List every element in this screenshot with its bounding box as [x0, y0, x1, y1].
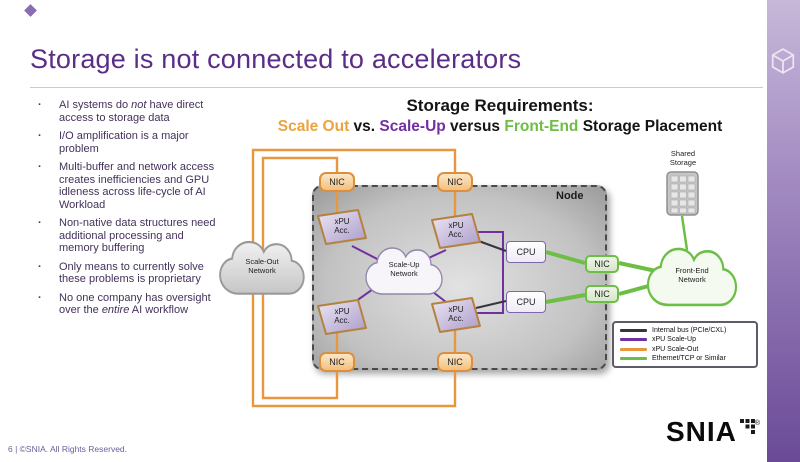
- bullet-marker: ·: [38, 130, 42, 142]
- bullet-text: Only means to currently solve these prob…: [59, 260, 204, 286]
- shared-storage-label: Shared Storage: [669, 149, 697, 167]
- right-accent-bar: [767, 0, 800, 462]
- snia-logo-text: SNIA: [666, 416, 737, 447]
- bullet-list: · AI systems do not have direct access to…: [34, 99, 226, 323]
- bullet-marker: ·: [38, 291, 42, 304]
- bullet-marker: ·: [38, 217, 42, 229]
- snia-logo-registered-mark: ®: [754, 420, 761, 427]
- nic-green-box: NIC: [585, 255, 619, 273]
- slide-title: Storage is not connected to accelerators: [30, 44, 522, 74]
- bullet-text: No one company has oversight over the en…: [59, 291, 211, 317]
- footer-text: 6 | ©SNIA. All Rights Reserved.: [8, 444, 128, 454]
- legend-row: Ethernet/TCP or Similar: [620, 355, 750, 362]
- legend-line-swatch: [620, 347, 647, 351]
- xpu-accelerator-box: [317, 209, 367, 245]
- legend-label: Internal bus (PCIe/CXL): [652, 327, 727, 335]
- bullet-item: · Multi-buffer and network access creates…: [34, 161, 226, 211]
- heading-segment: versus: [445, 118, 505, 135]
- legend-row: Internal bus (PCIe/CXL): [620, 327, 750, 334]
- cube-icon: [771, 48, 795, 79]
- bullet-text: Multi-buffer and network access creates …: [59, 161, 215, 211]
- heading-segment: Storage Placement: [578, 118, 723, 135]
- xpu-accelerator-box: [317, 299, 367, 335]
- legend-row: xPU Scale-Up: [620, 336, 750, 343]
- heading-segment: vs.: [349, 118, 380, 135]
- diagram-subheading: Scale Out vs. Scale-Up versus Front-End …: [225, 118, 775, 136]
- scale-up-cloud-label: Scale-Up Network: [388, 260, 420, 278]
- nic-box: NIC: [319, 172, 355, 192]
- cpu-box: CPU: [506, 241, 546, 263]
- node-label: Node: [556, 190, 584, 202]
- bullet-item: · No one company has oversight over the e…: [34, 292, 226, 317]
- heading-segment: Front-End: [504, 118, 579, 135]
- internal-bus-links: [475, 239, 507, 309]
- legend-label: xPU Scale-Out: [652, 345, 699, 353]
- heading-segment: Scale Out: [277, 118, 350, 135]
- bullet-marker: ·: [38, 161, 42, 173]
- scale-out-cloud-label: Scale-Out Network: [245, 257, 279, 275]
- snia-logo: SNIA ®: [666, 418, 760, 446]
- scale-out-links: [251, 148, 457, 408]
- legend-label: Ethernet/TCP or Similar: [652, 354, 726, 362]
- legend-line-swatch: [620, 338, 647, 342]
- snia-logo-dots: [739, 419, 755, 439]
- bullet-item: · Non-native data structures need additio…: [34, 217, 226, 255]
- xpu-accelerator-shapes: [317, 209, 481, 335]
- front-end-cloud-label: Front-End Network: [675, 266, 709, 284]
- title-underline: [30, 87, 763, 88]
- nic-box: NIC: [437, 172, 473, 192]
- bullet-item: · AI systems do not have direct access to…: [34, 99, 226, 124]
- nic-green-box: NIC: [585, 285, 619, 303]
- diagram-heading: Storage Requirements:: [406, 96, 594, 115]
- bullet-text: Non-native data structures need addition…: [59, 217, 216, 254]
- xpu-accelerator-box: [431, 213, 481, 249]
- legend-row: xPU Scale-Out: [620, 346, 750, 353]
- cpu-box: CPU: [506, 291, 546, 313]
- xpu-accelerator-box: [431, 297, 481, 333]
- bullet-item: · Only means to currently solve these pro…: [34, 261, 226, 286]
- heading-segment: Scale-Up: [379, 118, 446, 135]
- legend-line-swatch: [620, 356, 647, 360]
- bullet-marker: ·: [38, 99, 42, 111]
- bullet-text: I/O amplification is a major problem: [59, 130, 189, 155]
- bullet-marker: ·: [38, 260, 42, 273]
- legend-label: xPU Scale-Up: [652, 336, 696, 344]
- nic-box: NIC: [319, 352, 355, 372]
- bullet-item: · I/O amplification is a major problem: [34, 130, 226, 155]
- legend-line-swatch: [620, 329, 647, 333]
- shared-storage-icon: [666, 171, 699, 216]
- bullet-text: AI systems do not have direct access to …: [59, 99, 204, 124]
- nic-box: NIC: [437, 352, 473, 372]
